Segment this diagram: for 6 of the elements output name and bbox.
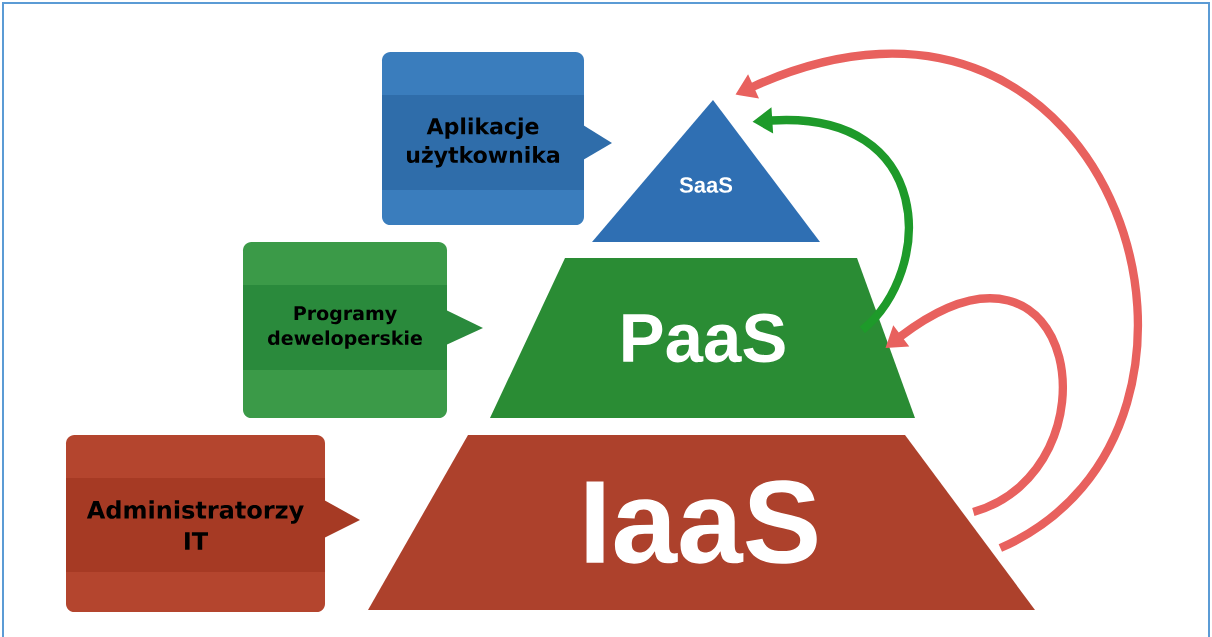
- callout-box: Aplikacje użytkownika: [382, 52, 612, 225]
- pyramid-layer: PaaS: [490, 258, 915, 418]
- callout-box: Administratorzy IT: [66, 435, 360, 612]
- pyramid-layer: IaaS: [368, 435, 1035, 610]
- callout-box: Programy deweloperskie: [243, 242, 483, 418]
- pyramid-layer: SaaS: [592, 100, 820, 242]
